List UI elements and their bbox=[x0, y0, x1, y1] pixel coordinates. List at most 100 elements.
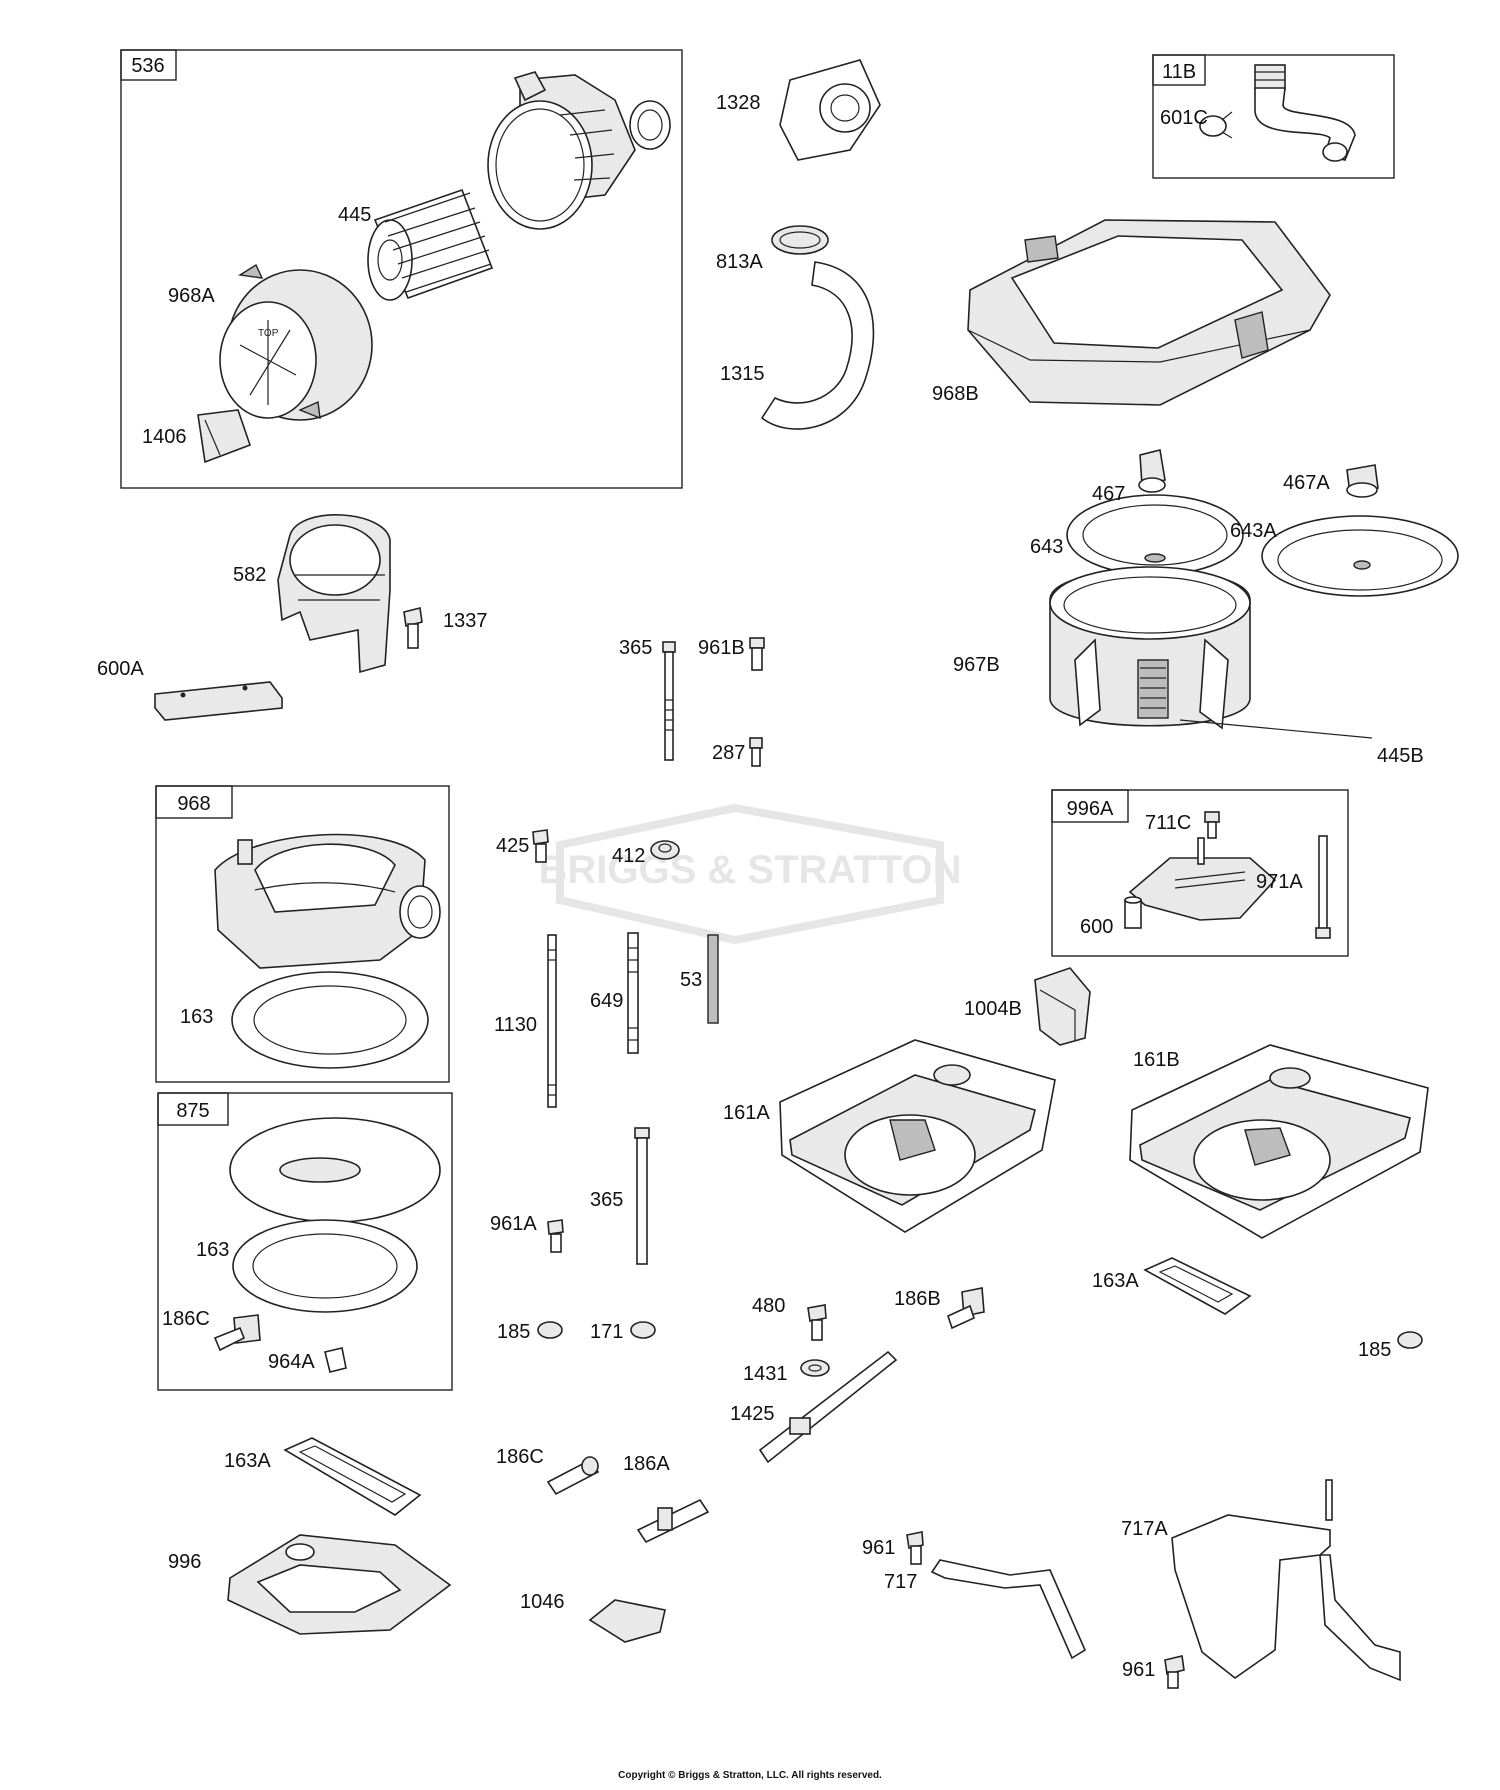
bolt-711C-drawing bbox=[1204, 811, 1220, 839]
label-968A: 968A bbox=[168, 285, 215, 307]
label-480: 480 bbox=[752, 1295, 785, 1317]
nut-171-drawing bbox=[630, 1321, 656, 1339]
clamp-601C-drawing bbox=[1199, 111, 1233, 139]
gasket-163A-left-drawing bbox=[283, 1437, 422, 1516]
base-161A-drawing bbox=[779, 1039, 1056, 1233]
label-961A: 961A bbox=[490, 1213, 537, 1235]
box-label-875: 875 bbox=[176, 1100, 209, 1122]
box-label-968: 968 bbox=[177, 793, 210, 815]
nut-185-right-drawing bbox=[1397, 1331, 1423, 1349]
duct-1004B-drawing bbox=[1034, 967, 1091, 1046]
label-600A: 600A bbox=[97, 658, 144, 680]
spacer-964A-drawing bbox=[324, 1347, 347, 1373]
label-1004B: 1004B bbox=[964, 998, 1022, 1020]
stud-1130-drawing bbox=[547, 934, 557, 1108]
bolt-961-upper-drawing bbox=[906, 1531, 924, 1565]
label-1425: 1425 bbox=[730, 1403, 775, 1425]
label-287: 287 bbox=[712, 742, 745, 764]
bracket-717-drawing bbox=[930, 1559, 1087, 1660]
brand-watermark: BRIGGS & STRATTON bbox=[539, 803, 962, 945]
leader-lines bbox=[1179, 719, 1373, 739]
label-582: 582 bbox=[233, 564, 266, 586]
label-171: 171 bbox=[590, 1321, 623, 1343]
label-1046: 1046 bbox=[520, 1591, 565, 1613]
label-996: 996 bbox=[168, 1551, 201, 1573]
fitting-186B-drawing bbox=[947, 1287, 985, 1330]
stud-53-drawing bbox=[707, 934, 719, 1024]
base-161B-drawing bbox=[1129, 1044, 1429, 1239]
bolt-480-drawing bbox=[807, 1304, 827, 1341]
label-600: 600 bbox=[1080, 916, 1113, 938]
hose-1315-drawing bbox=[760, 261, 875, 430]
tube-1425-drawing bbox=[758, 1350, 898, 1464]
bar-600A-drawing bbox=[154, 681, 283, 721]
label-445B: 445B bbox=[1377, 745, 1424, 767]
bolt-961-lower-drawing bbox=[1164, 1655, 1185, 1689]
nut-185-left-drawing bbox=[537, 1321, 563, 1339]
label-643: 643 bbox=[1030, 536, 1063, 558]
base-968-drawing bbox=[214, 833, 441, 969]
stud-649-drawing bbox=[627, 932, 639, 1054]
label-161A: 161A bbox=[723, 1102, 770, 1124]
label-185-left: 185 bbox=[497, 1321, 530, 1343]
lid-643-drawing bbox=[1066, 494, 1244, 576]
filter-cartridge-445-drawing bbox=[367, 188, 494, 301]
box-label-11B: 11B bbox=[1162, 61, 1196, 83]
watermark-text: BRIGGS & STRATTON bbox=[539, 848, 962, 892]
label-445: 445 bbox=[338, 204, 371, 226]
fitting-186A-drawing bbox=[636, 1498, 710, 1544]
label-1315: 1315 bbox=[720, 363, 765, 385]
bracket-582-drawing bbox=[277, 514, 391, 674]
label-186B: 186B bbox=[894, 1288, 941, 1310]
label-961B: 961B bbox=[698, 637, 745, 659]
label-1337: 1337 bbox=[443, 610, 488, 632]
kit-frame-11B: 11B bbox=[1152, 54, 1395, 179]
precleaner-1328-drawing bbox=[779, 59, 881, 161]
fitting-186C-center-drawing bbox=[546, 1456, 600, 1496]
label-425: 425 bbox=[496, 835, 529, 857]
label-717A: 717A bbox=[1121, 1518, 1168, 1540]
kit-frame-536: 536 bbox=[120, 49, 683, 489]
label-1431: 1431 bbox=[743, 1363, 788, 1385]
spacer-600-drawing bbox=[1124, 896, 1142, 929]
bolt-971A-drawing bbox=[1315, 835, 1331, 939]
label-186C-box: 186C bbox=[162, 1308, 210, 1330]
cover-968A-drawing: TOP bbox=[219, 263, 373, 421]
bolt-287-drawing bbox=[749, 737, 763, 767]
label-961-lower: 961 bbox=[1122, 1659, 1155, 1681]
label-365-lower: 365 bbox=[590, 1189, 623, 1211]
label-467A: 467A bbox=[1283, 472, 1330, 494]
filter-1046-drawing bbox=[588, 1599, 666, 1643]
label-467: 467 bbox=[1092, 483, 1125, 505]
cover-968B-drawing bbox=[967, 219, 1331, 406]
copyright-footer: Copyright © Briggs & Stratton, LLC. All … bbox=[618, 1770, 882, 1781]
stud-365-upper-drawing bbox=[662, 641, 676, 761]
label-53: 53 bbox=[680, 969, 702, 991]
label-968B: 968B bbox=[932, 383, 979, 405]
label-971A: 971A bbox=[1256, 871, 1303, 893]
clamp-813A-drawing bbox=[771, 225, 829, 255]
box-label-536: 536 bbox=[131, 55, 164, 77]
svg-text:TOP: TOP bbox=[258, 328, 279, 339]
plate-996A-drawing bbox=[1128, 837, 1277, 921]
lid-643A-drawing bbox=[1261, 515, 1459, 597]
bracket-717A-drawing bbox=[1171, 1479, 1401, 1682]
label-601C: 601C bbox=[1160, 107, 1208, 129]
air-cleaner-housing-drawing bbox=[487, 71, 671, 230]
label-185-right: 185 bbox=[1358, 1339, 1391, 1361]
stud-365-lower-drawing bbox=[634, 1127, 650, 1265]
label-412: 412 bbox=[612, 845, 645, 867]
fitting-186C-box-drawing bbox=[213, 1314, 261, 1352]
label-711C: 711C bbox=[1145, 812, 1191, 834]
label-964A: 964A bbox=[268, 1351, 315, 1373]
bolt-425-drawing bbox=[532, 829, 549, 863]
label-1130: 1130 bbox=[494, 1014, 537, 1036]
label-365-upper: 365 bbox=[619, 637, 652, 659]
label-1406: 1406 bbox=[142, 426, 187, 448]
housing-967B-drawing bbox=[1049, 566, 1251, 730]
label-1328: 1328 bbox=[716, 92, 761, 114]
kit-frame-996A: 996A bbox=[1051, 789, 1349, 957]
box-label-996A: 996A bbox=[1067, 798, 1114, 820]
plate-875-drawing bbox=[229, 1117, 441, 1223]
